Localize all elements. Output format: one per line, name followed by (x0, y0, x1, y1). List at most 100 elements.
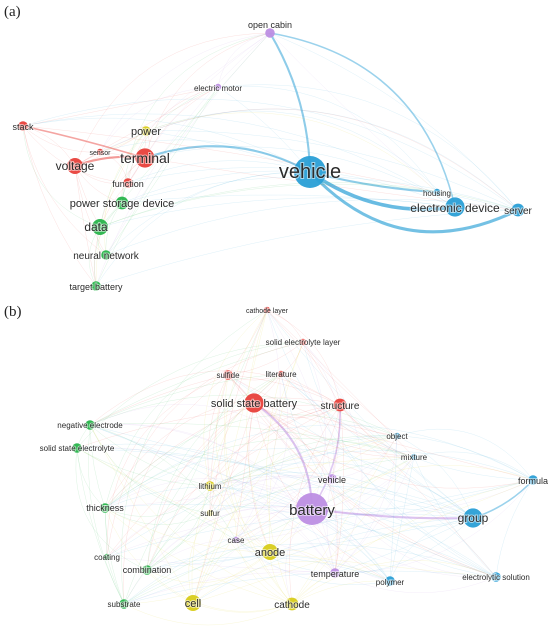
edge-object-coating (106, 435, 398, 558)
edge-literature-cathode (266, 373, 293, 605)
edge-battery-combination (146, 506, 313, 571)
node-group[interactable] (463, 508, 483, 528)
node-server[interactable] (511, 203, 525, 217)
node-label-electrolytic-solution: electrolytic solution (462, 573, 530, 582)
edge-temperature-lithium (209, 485, 336, 574)
edge-vehicle-stack (22, 117, 311, 173)
node-power-storage-device[interactable] (115, 196, 129, 210)
edge-vehicle-terminal (144, 145, 311, 173)
edge-stack-neural-network (22, 125, 107, 256)
node-structure[interactable] (333, 398, 347, 412)
node-combination[interactable] (142, 565, 152, 575)
node-formula[interactable] (528, 475, 538, 485)
edge-structure-solid-state-electrolyte (76, 404, 341, 449)
edge-temperature-formula (334, 479, 534, 574)
edge-solid-electrolyte-layer-thickness (104, 341, 304, 509)
node-cell[interactable] (185, 595, 201, 611)
edge-temperature-solid-state-electrolyte (76, 447, 336, 574)
edge-group-sulfur (209, 486, 474, 519)
node-sulfide[interactable] (223, 370, 233, 380)
edge-mixture-polymer (389, 456, 415, 582)
edge-solid-state-battery-combination (146, 402, 255, 571)
edge-vehicle-sulfur (209, 474, 333, 514)
node-object[interactable] (393, 432, 401, 440)
edge-electrolytic-solution-cathode (291, 560, 497, 605)
node-vehicle[interactable] (327, 474, 337, 484)
edge-cathode-layer-cell (192, 309, 268, 604)
edge-temperature-object (334, 435, 398, 574)
edge-polymer-solid-state-electrolyte (76, 443, 391, 582)
edge-case-substrate (123, 539, 237, 605)
edge-negative-electrode-sulfur (89, 424, 211, 514)
edge-server-electric-motor (217, 84, 519, 211)
edge-server-sensor (99, 108, 519, 211)
node-negative-electrode[interactable] (85, 420, 95, 430)
node-label-terminal: terminal (120, 150, 170, 166)
edge-formula-cell (192, 479, 534, 604)
edge-housing-electric-motor (217, 85, 438, 193)
edge-literature-electrolytic-solution (280, 373, 497, 578)
edge-group-negative-electrode (89, 424, 474, 519)
node-case[interactable] (232, 536, 240, 544)
node-sulfur[interactable] (206, 509, 214, 517)
node-solid-state-electrolyte[interactable] (72, 443, 82, 453)
edge-thickness-cell (104, 507, 194, 604)
edge-server-terminal (144, 157, 519, 211)
node-literature[interactable] (277, 370, 285, 378)
edge-formula-lithium (209, 450, 534, 487)
node-vehicle[interactable] (294, 156, 326, 188)
edge-sulfide-coating (106, 374, 229, 558)
node-cathode-layer[interactable] (263, 306, 271, 314)
edge-case-formula (235, 479, 534, 541)
edge-power-storage-device-target-battery (94, 202, 123, 287)
edge-battery-cell (192, 508, 313, 604)
edge-server-voltage (74, 108, 519, 211)
edge-formula-mixture (413, 451, 534, 481)
node-coating[interactable] (103, 553, 111, 561)
edge-solid-electrolyte-layer-electrolytic-solution (302, 341, 497, 578)
node-layer (18, 28, 525, 291)
edge-cathode-layer-substrate (121, 309, 268, 605)
panel-a-label: (a) (4, 4, 21, 20)
node-temperature[interactable] (330, 568, 340, 578)
edge-formula-object (396, 429, 534, 481)
edge-literature-group (280, 373, 474, 519)
edge-electronic-device-data (99, 197, 456, 228)
edge-formula-cathode (291, 479, 534, 605)
node-open-cabin[interactable] (265, 28, 275, 38)
edge-structure-group (339, 404, 474, 519)
node-neural-network[interactable] (101, 250, 111, 260)
node-sensor[interactable] (96, 148, 104, 156)
node-cathode[interactable] (285, 597, 299, 611)
node-stack[interactable] (18, 121, 28, 131)
node-mixture[interactable] (410, 453, 418, 461)
node-solid-state-battery[interactable] (244, 393, 264, 413)
edge-structure-cathode (289, 404, 341, 605)
node-target-battery[interactable] (91, 281, 101, 291)
node-label-temperature: temperature (311, 569, 360, 579)
edge-structure-object (339, 404, 398, 437)
node-anode[interactable] (262, 544, 278, 560)
node-electronic-device[interactable] (445, 197, 465, 217)
node-battery[interactable] (296, 493, 328, 525)
node-label-literature: literature (265, 370, 297, 379)
node-data[interactable] (92, 219, 108, 235)
edge-cathode-layer-object (266, 309, 398, 437)
node-electrolytic-solution[interactable] (491, 572, 501, 582)
node-label-solid-state-electrolyte: solid state electrolyte (40, 444, 115, 453)
node-substrate[interactable] (119, 599, 129, 609)
node-electric-motor[interactable] (214, 83, 222, 91)
node-voltage[interactable] (67, 158, 83, 174)
node-polymer[interactable] (385, 576, 395, 586)
node-terminal[interactable] (135, 148, 155, 168)
node-lithium[interactable] (205, 481, 215, 491)
node-label-vehicle: vehicle (279, 161, 341, 183)
node-power[interactable] (141, 126, 151, 136)
node-solid-electrolyte-layer[interactable] (299, 338, 307, 346)
node-thickness[interactable] (100, 503, 110, 513)
edge-housing-power (145, 112, 438, 193)
edge-open-cabin-electric-motor (217, 32, 271, 88)
node-function[interactable] (123, 178, 133, 188)
node-housing[interactable] (433, 188, 441, 196)
edge-sulfide-solid-electrolyte-layer (227, 341, 304, 376)
